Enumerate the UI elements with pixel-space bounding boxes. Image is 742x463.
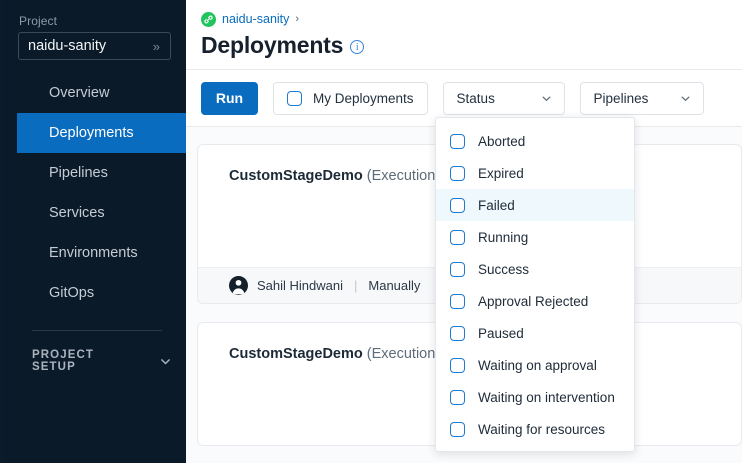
status-option[interactable]: Waiting on approval <box>436 349 634 381</box>
breadcrumb-link-project[interactable]: naidu-sanity <box>222 12 290 26</box>
status-option-label: Paused <box>478 325 524 341</box>
execution-card-body: CustomStageDemo (Execution Id <box>198 323 741 445</box>
status-option-checkbox[interactable] <box>450 229 465 245</box>
sidebar-item-pipelines[interactable]: Pipelines <box>17 153 186 193</box>
execution-name: CustomStageDemo <box>229 168 363 184</box>
status-option-label: Waiting on intervention <box>478 389 615 405</box>
execution-card-body: CustomStageDemo (Execution Id <box>198 145 741 267</box>
breadcrumb: naidu-sanity › <box>201 10 742 28</box>
sidebar-item-label: Environments <box>49 245 138 261</box>
status-option[interactable]: Waiting on intervention <box>436 381 634 413</box>
sidebar-divider <box>32 330 162 331</box>
sidebar-section-project-setup[interactable]: PROJECT SETUP <box>32 348 172 374</box>
status-option[interactable]: Failed <box>436 189 634 221</box>
run-button[interactable]: Run <box>201 81 258 115</box>
sidebar-item-label: Services <box>49 205 105 221</box>
status-option-checkbox[interactable] <box>450 133 465 149</box>
sidebar-section-label: PROJECT SETUP <box>32 349 95 373</box>
sidebar-left-edge <box>0 0 3 463</box>
execution-trigger: Manually <box>368 278 421 293</box>
sidebar-item-overview[interactable]: Overview <box>17 73 186 113</box>
status-option[interactable]: Expired <box>436 157 634 189</box>
sidebar-item-label: Pipelines <box>49 165 108 181</box>
status-option-label: Failed <box>478 197 515 213</box>
execution-name: CustomStageDemo <box>229 346 363 362</box>
sidebar-item-gitops[interactable]: GitOps <box>17 273 186 313</box>
sidebar-item-label: Deployments <box>49 125 134 141</box>
project-link-icon <box>201 11 216 27</box>
status-option-label: Aborted <box>478 133 526 149</box>
status-option-label: Approval Rejected <box>478 293 589 309</box>
status-option[interactable]: Paused <box>436 317 634 349</box>
breadcrumb-separator: › <box>295 13 300 25</box>
status-filter-dropdown[interactable]: Status <box>442 81 565 115</box>
footer-separator: | <box>354 278 358 293</box>
sidebar: Project naidu-sanity » Overview Deployme… <box>0 0 186 463</box>
status-option[interactable]: Approval Rejected <box>436 285 634 317</box>
sidebar-item-environments[interactable]: Environments <box>17 233 186 273</box>
status-option-checkbox[interactable] <box>450 325 465 341</box>
info-icon[interactable]: i <box>350 40 365 54</box>
status-option-checkbox[interactable] <box>450 165 465 181</box>
sidebar-item-label: Overview <box>49 85 110 101</box>
my-deployments-label: My Deployments <box>313 90 414 106</box>
status-option-label: Waiting on approval <box>478 357 597 373</box>
execution-id-text: (Execution Id <box>366 168 452 184</box>
status-option-checkbox[interactable] <box>450 357 465 373</box>
sidebar-nav: Overview Deployments Pipelines Services … <box>0 73 186 313</box>
main-content: naidu-sanity › Deployments i Run My Depl… <box>186 0 742 463</box>
my-deployments-checkbox[interactable] <box>287 90 302 106</box>
status-option-checkbox[interactable] <box>450 197 465 213</box>
status-option-checkbox[interactable] <box>450 421 465 437</box>
status-option-label: Expired <box>478 165 524 181</box>
execution-title: CustomStageDemo (Execution Id <box>229 168 741 184</box>
project-selector[interactable]: naidu-sanity » <box>18 32 171 60</box>
project-selector-value: naidu-sanity <box>28 38 107 54</box>
chevron-double-right-icon: » <box>152 38 160 54</box>
chevron-down-icon <box>159 355 172 368</box>
status-option-checkbox[interactable] <box>450 389 465 405</box>
pipelines-filter-label: Pipelines <box>593 90 649 106</box>
execution-author: Sahil Hindwani <box>257 278 343 293</box>
pipelines-filter-dropdown[interactable]: Pipelines <box>579 81 704 115</box>
chevron-down-icon <box>679 92 692 105</box>
status-option[interactable]: Running <box>436 221 634 253</box>
status-option-label: Running <box>478 229 529 245</box>
avatar <box>229 276 248 295</box>
page-title: Deployments <box>201 32 344 58</box>
page-header: naidu-sanity › Deployments i <box>186 0 742 70</box>
status-filter-label: Status <box>456 90 495 106</box>
status-option-checkbox[interactable] <box>450 293 465 309</box>
sidebar-item-services[interactable]: Services <box>17 193 186 233</box>
status-option[interactable]: Waiting for resources <box>436 413 634 445</box>
chevron-down-icon <box>540 92 553 105</box>
status-option-label: Success <box>478 261 530 277</box>
my-deployments-filter[interactable]: My Deployments <box>273 81 428 115</box>
sidebar-item-deployments[interactable]: Deployments <box>17 113 186 153</box>
execution-id-text: (Execution Id <box>366 346 452 362</box>
status-option-label: Waiting for resources <box>478 421 606 437</box>
project-label: Project <box>19 14 58 28</box>
status-option[interactable]: Success <box>436 253 634 285</box>
sidebar-item-label: GitOps <box>49 285 95 301</box>
status-option[interactable]: Aborted <box>436 125 634 157</box>
execution-title: CustomStageDemo (Execution Id <box>229 346 741 362</box>
status-option-checkbox[interactable] <box>450 261 465 277</box>
title-row: Deployments i <box>201 32 742 59</box>
